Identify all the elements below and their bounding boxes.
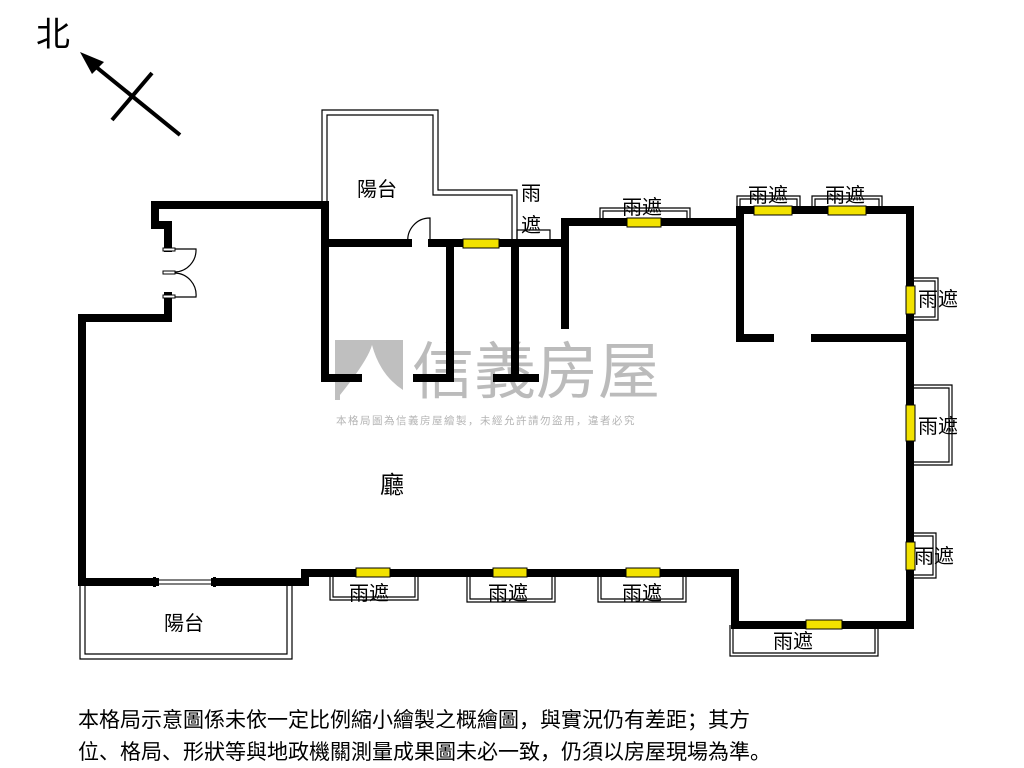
rain-cover-label-v2: 遮: [521, 213, 541, 237]
rain-cover-label: 雨遮: [918, 287, 958, 311]
rain-covers: [329, 195, 953, 657]
window-icon: [753, 205, 793, 216]
rain-cover-label: 雨遮: [773, 629, 813, 653]
rain-cover-label: 雨遮: [622, 195, 662, 219]
windows: [355, 205, 916, 630]
window-icon: [355, 567, 391, 578]
rain-cover-label: 雨遮: [349, 581, 389, 605]
north-label: 北: [36, 15, 70, 55]
living-room-label: 廳: [380, 471, 404, 499]
window-icon: [626, 217, 662, 228]
watermark-notice: 本格局圖為信義房屋繪製，未經允許請勿盜用，違者必究: [336, 414, 636, 427]
rain-cover-label: 雨遮: [914, 544, 954, 568]
rain-cover-label: 雨遮: [488, 581, 528, 605]
disclaimer-line-1: 本格局示意圖係未依一定比例縮小繪製之概繪圖，與實況仍有差距；其方: [78, 708, 750, 732]
window-icon: [492, 567, 528, 578]
balcony-bottom-label: 陽台: [164, 611, 204, 635]
rain-cover-label: 雨遮: [918, 414, 958, 438]
sliding-door-icon: [153, 577, 216, 587]
north-arrow-icon: 北: [36, 15, 182, 137]
disclaimer-line-2: 位、格局、形狀等與地政機關測量成果圖未必一致，仍須以房屋現場為準。: [78, 740, 771, 764]
window-icon: [905, 541, 916, 571]
disclaimer: 本格局示意圖係未依一定比例縮小繪製之概繪圖，與實況仍有差距；其方 位、格局、形狀…: [78, 704, 771, 768]
window-icon: [827, 205, 867, 216]
window-icon: [625, 567, 661, 578]
balcony-top-label: 陽台: [357, 177, 397, 201]
window-icon: [905, 404, 916, 442]
balcony-bottom-outline: [79, 582, 293, 660]
walls: [78, 201, 914, 629]
rain-cover-label: 雨遮: [622, 581, 662, 605]
door-icon: [407, 217, 431, 244]
rain-cover-label-v1: 雨: [521, 181, 541, 205]
double-door-icon: [162, 247, 197, 299]
window-icon: [905, 285, 916, 315]
rain-cover-label: 雨遮: [748, 183, 788, 207]
window-icon: [462, 238, 500, 249]
balcony-top-outline: [321, 109, 518, 243]
window-icon: [805, 619, 843, 630]
rain-cover-label: 雨遮: [825, 183, 865, 207]
